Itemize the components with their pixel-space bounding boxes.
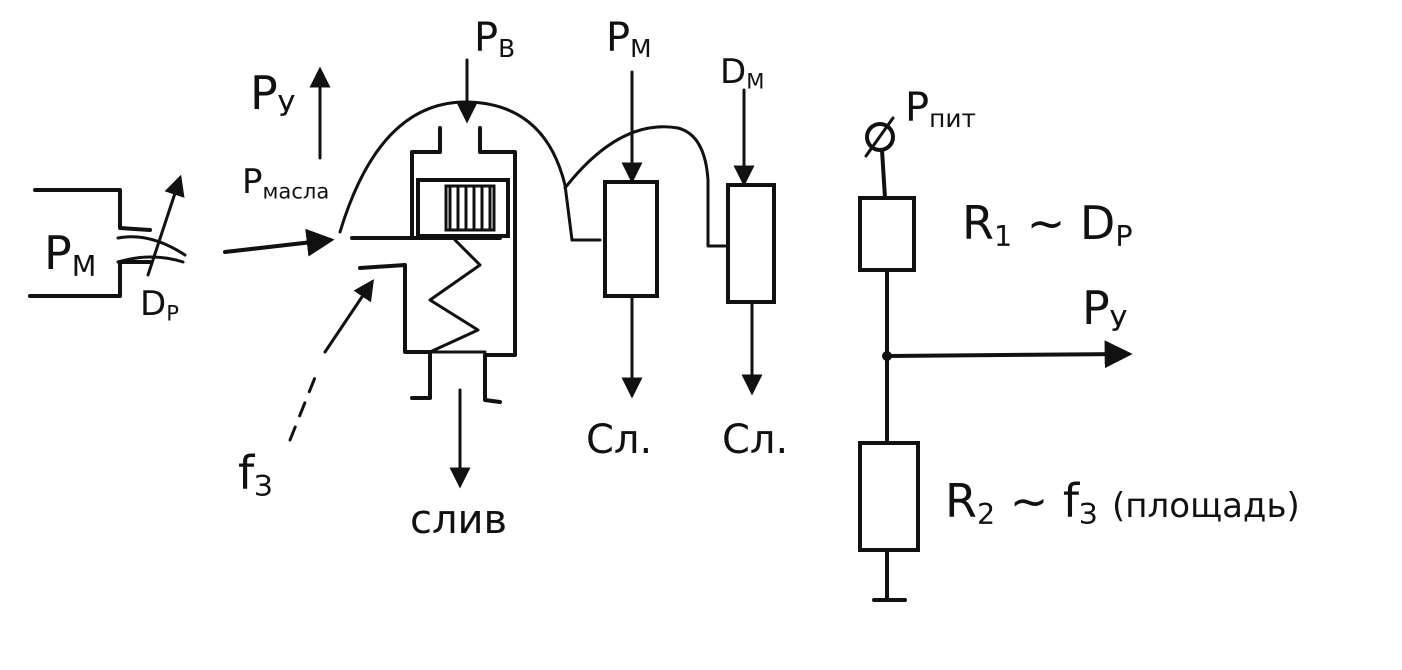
pm-element-box (603, 180, 659, 298)
label-cl-1: Сл. (586, 417, 653, 463)
link-arc (563, 125, 727, 248)
label-cl-2: Сл. (722, 417, 789, 463)
label-py-top: PУ (250, 66, 296, 124)
label-ppit: Pпит (905, 85, 976, 134)
label-pm-left: PМ (44, 226, 97, 284)
divider-wire-top (880, 148, 887, 200)
py-output-arrow (885, 340, 1133, 369)
r2-resistor (858, 441, 920, 552)
label-pm-mid: PМ (606, 15, 652, 64)
label-f3-left: fЗ (238, 446, 273, 504)
valve-body (350, 126, 517, 404)
dm-element-box (726, 183, 776, 304)
pilot-line-arc (338, 100, 602, 242)
label-sliv: слив (410, 497, 508, 543)
label-dm: DМ (720, 52, 765, 94)
f3-leader-line (288, 368, 320, 442)
label-pmasla: Pмасла (242, 162, 330, 204)
label-dr-left: DР (140, 284, 179, 326)
throttle-adjust-arrow (146, 174, 185, 277)
label-r1: R1 ~ DР (962, 196, 1133, 254)
left-channel (28, 188, 187, 298)
label-pv: PВ (474, 15, 516, 64)
label-r2: R2 ~ fЗ (площадь) (945, 474, 1300, 532)
f3-arrow (323, 279, 374, 354)
supply-terminal (864, 116, 895, 158)
label-py-right: PУ (1082, 281, 1128, 339)
oil-input-arrow (223, 228, 335, 257)
r1-resistor (858, 196, 916, 272)
